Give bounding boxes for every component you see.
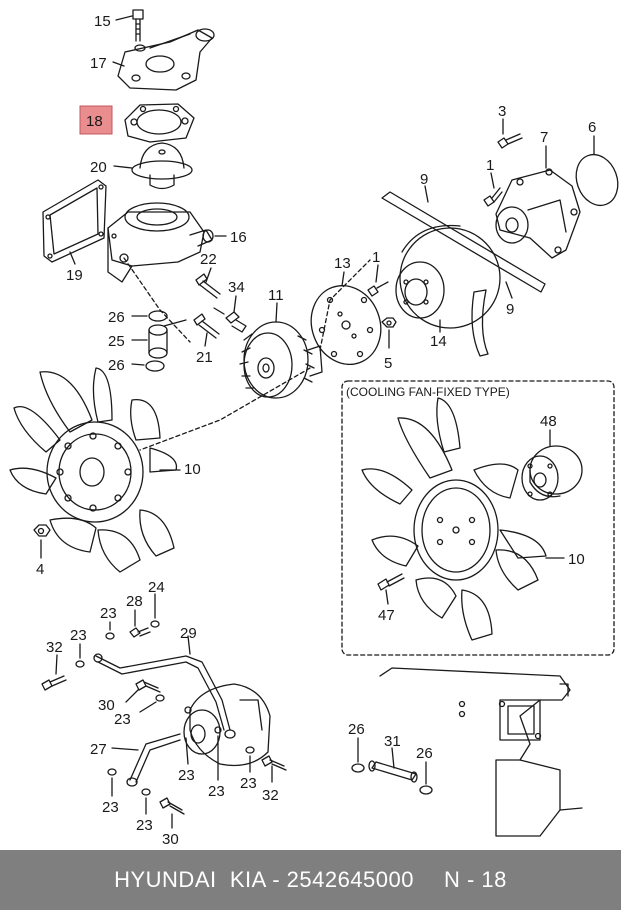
parts-diagram: (COOLING FAN-FIXED TYPE) 15 17 18 20 19 … [9, 9, 619, 848]
footer-page-ref: N - 18 [443, 867, 507, 892]
pipe-25 [148, 319, 187, 359]
washer-23a [105, 632, 115, 640]
washer-24 [150, 620, 160, 628]
v-belt-9 [381, 191, 546, 357]
callout-28: 28 [126, 593, 143, 610]
spacer-48 [521, 445, 583, 501]
callout-31: 31 [384, 733, 401, 750]
callout-25: 25 [108, 333, 125, 350]
engine-block [379, 667, 583, 837]
callout-9a: 9 [420, 171, 428, 188]
callout-32b: 32 [262, 787, 279, 804]
inset-fixed-fan-box [341, 380, 615, 656]
gasket-18 [124, 103, 195, 143]
washer-23e [107, 768, 117, 776]
callout-5: 5 [384, 355, 392, 372]
thermostat-housing-17 [117, 28, 215, 91]
bolt-32a [41, 675, 67, 691]
callout-30a: 30 [98, 697, 115, 714]
oil-pump-assembly [183, 683, 271, 767]
washer-23h [141, 788, 151, 796]
callout-48: 48 [540, 413, 557, 430]
callout-23g: 23 [240, 775, 257, 792]
callout-17: 17 [90, 55, 107, 72]
bolt-30b [159, 797, 185, 815]
callout-3: 3 [498, 103, 506, 120]
callout-26d: 26 [416, 745, 433, 762]
bolt-30a [135, 679, 161, 693]
oil-pipe-27 [126, 733, 181, 787]
thermostat-20 [131, 142, 193, 190]
highlight-box-18 [79, 105, 113, 135]
callout-27: 27 [90, 741, 107, 758]
callout-26b: 26 [108, 357, 125, 374]
bolt-32b [261, 755, 287, 771]
footer-bar: HYUNDAI KIA - 2542645000 N - 18 [0, 850, 621, 910]
callout-14: 14 [430, 333, 447, 350]
inset-title: (COOLING FAN-FIXED TYPE) [346, 385, 510, 399]
callout-47: 47 [378, 607, 395, 624]
bolt-15 [132, 9, 144, 42]
o-ring-26b [145, 360, 165, 372]
callout-23a: 23 [100, 605, 117, 622]
gasket-19 [42, 179, 107, 263]
callout-4: 4 [36, 561, 44, 578]
bolt-47 [377, 573, 405, 591]
callout-9b: 9 [506, 301, 514, 318]
callout-26a: 26 [108, 309, 125, 326]
sensor-34 [213, 307, 247, 333]
nut-4 [33, 524, 51, 537]
callout-23f: 23 [208, 783, 225, 800]
callout-20: 20 [90, 159, 107, 176]
callout-7: 7 [540, 129, 548, 146]
pipe-31 [368, 760, 418, 783]
bolt-21 [193, 313, 220, 339]
callout-23e: 23 [102, 799, 119, 816]
callout-32a: 32 [46, 639, 63, 656]
bolt-1a [367, 281, 389, 297]
o-ring-26a [148, 310, 168, 322]
bolt-1b [483, 187, 503, 207]
callout-29: 29 [180, 625, 197, 642]
callout-13: 13 [334, 255, 351, 272]
callout-11: 11 [268, 287, 284, 304]
o-ring-26d [419, 785, 433, 795]
water-pump-7 [495, 168, 581, 259]
fixed-cooling-fan-10 [361, 397, 547, 641]
o-ring-26c [351, 763, 365, 773]
callout-23c: 23 [114, 711, 131, 728]
callout-24: 24 [148, 579, 165, 596]
callout-30b: 30 [162, 831, 179, 848]
nut-5 [381, 317, 397, 328]
callout-19: 19 [66, 267, 83, 284]
gasket-6 [575, 153, 619, 207]
callout-26c: 26 [348, 721, 365, 738]
callout-21: 21 [196, 349, 213, 366]
spacer-13 [310, 285, 382, 365]
bolt-3 [497, 133, 523, 149]
callout-22: 22 [200, 251, 217, 268]
oil-pipe-29 [93, 653, 236, 739]
washer-23g [245, 746, 255, 754]
callout-23h: 23 [136, 817, 153, 834]
callout-23b: 23 [70, 627, 87, 644]
callout-10b: 10 [568, 551, 585, 568]
washer-23c [155, 694, 165, 702]
callout-6: 6 [588, 119, 596, 136]
pulley-14 [395, 224, 501, 329]
bolt-28 [129, 627, 151, 638]
fan-clutch-11 [239, 321, 323, 399]
washer-23b [75, 660, 85, 668]
callout-10a: 10 [184, 461, 201, 478]
cooling-fan-10 [9, 367, 178, 573]
callout-23d: 23 [178, 767, 195, 784]
water-inlet-16 [107, 202, 214, 283]
callout-34: 34 [228, 279, 245, 296]
callout-1a: 1 [372, 249, 380, 266]
callout-15: 15 [94, 13, 111, 30]
callout-1b: 1 [486, 157, 494, 174]
callout-16: 16 [230, 229, 247, 246]
footer-part-number: HYUNDAI KIA - 2542645000 [114, 867, 414, 892]
callout-18: 18 [86, 113, 103, 130]
